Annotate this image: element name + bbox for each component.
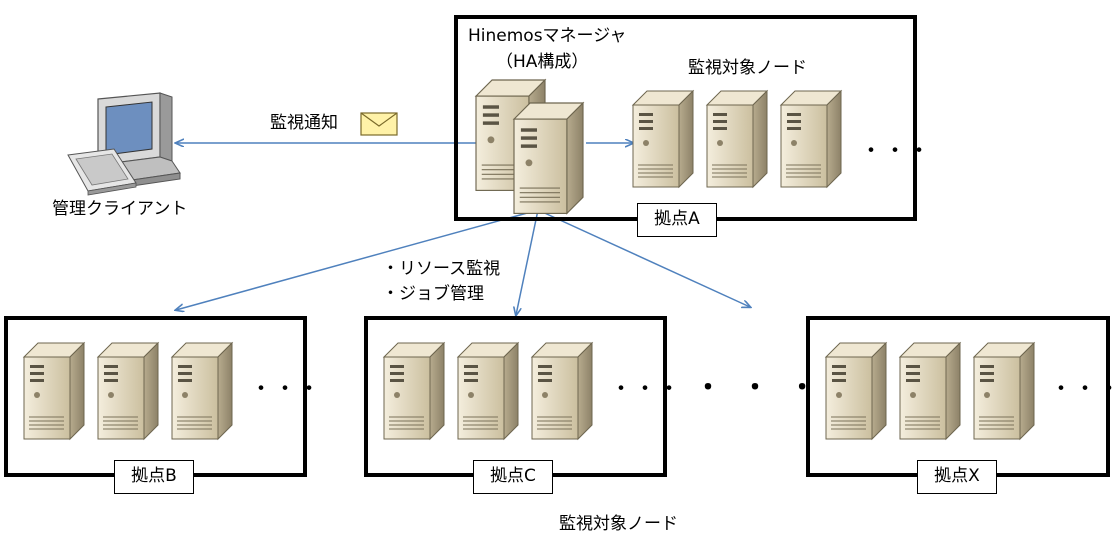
manager-title: Hinemosマネージャ [468,26,627,46]
arrow-to-site-c [516,209,539,315]
site-x-nodes [825,342,1035,440]
manager-ha-label: （HA構成） [496,52,589,72]
site-a-ellipsis: ・・・ [860,139,933,164]
monitored-nodes-label: 監視対象ノード [688,58,807,78]
notification-label: 監視通知 [270,113,338,133]
site-a-label: 拠点A [637,203,717,237]
arrows [176,143,750,315]
arrow-to-site-b [176,209,539,310]
client-pc-icon [67,92,181,196]
function-resource-monitoring: ・リソース監視 [382,259,501,279]
site-x-label: 拠点X [917,460,997,494]
arrow-to-site-x [537,209,750,307]
site-c-label: 拠点C [473,460,553,494]
bottom-monitored-nodes-label: 監視対象ノード [559,514,678,534]
client-label: 管理クライアント [52,199,188,219]
function-job-management: ・ジョブ管理 [382,284,484,304]
site-c-nodes [383,342,593,440]
envelope-icon [360,112,398,136]
site-b-ellipsis: ・・・ [250,377,323,402]
site-b-label: 拠点B [114,460,194,494]
site-x-ellipsis: ・・・ [1050,377,1116,402]
site-c-ellipsis: ・・・ [610,377,683,402]
site-b-nodes [23,342,233,440]
between-sites-ellipsis: ・ ・ ・ [695,373,822,403]
